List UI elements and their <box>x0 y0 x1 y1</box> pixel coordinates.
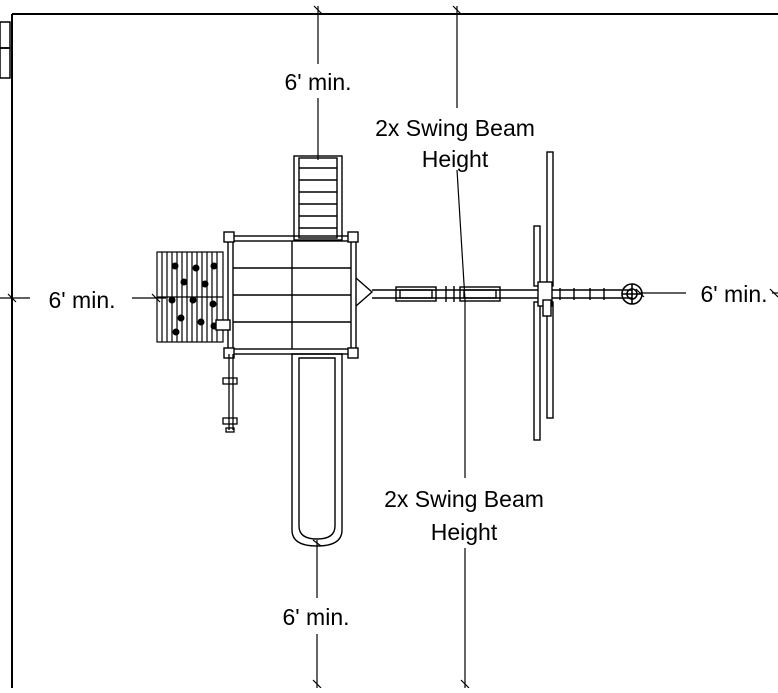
ladder <box>293 155 343 241</box>
rock-holds <box>168 262 218 336</box>
side-handle <box>222 354 238 433</box>
top-clearance-label: 6' min. <box>284 69 351 95</box>
swing-beam <box>355 277 632 307</box>
dimension-ticks <box>7 5 778 689</box>
left-clearance-label: 6' min. <box>48 287 115 313</box>
dimension-lines <box>0 6 778 688</box>
bottom-swing-clearance-line2: Height <box>431 519 498 545</box>
top-swing-clearance-line1: 2x Swing Beam <box>375 115 535 141</box>
slide <box>291 353 343 547</box>
right-clearance-label: 6' min. <box>700 281 767 307</box>
rock-wall <box>156 251 224 343</box>
a-frame-legs <box>533 151 554 441</box>
corner-mark <box>0 21 11 79</box>
safety-zone-border <box>11 13 778 688</box>
top-swing-clearance-line2: Height <box>422 146 489 172</box>
tire-swing <box>621 283 643 305</box>
bottom-swing-clearance-line1: 2x Swing Beam <box>384 486 544 512</box>
bottom-clearance-label: 6' min. <box>282 604 349 630</box>
play-deck <box>215 231 359 359</box>
